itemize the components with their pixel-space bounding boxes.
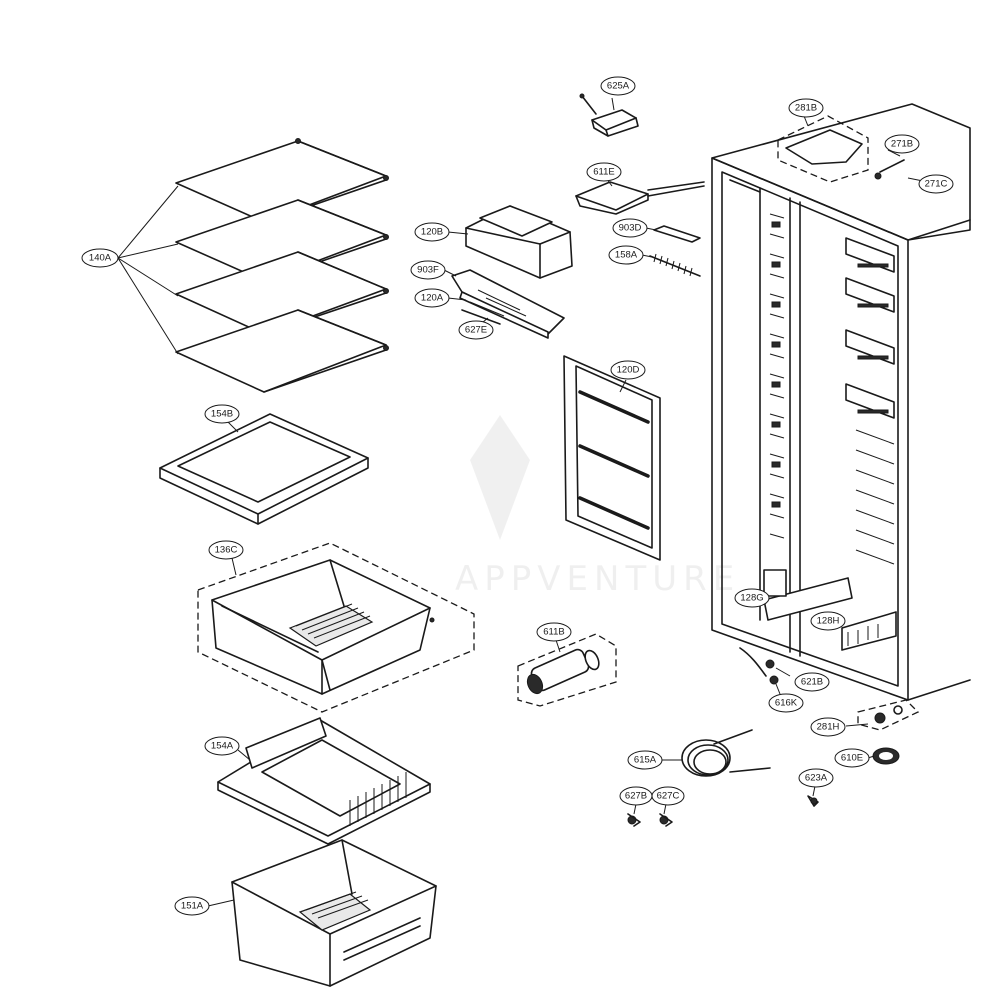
refrigerator-cabinet [711, 103, 971, 701]
glass-shelf-set [117, 138, 389, 393]
valve-281H [845, 699, 920, 731]
svg-text:623A: 623A [805, 773, 828, 784]
callout-140A: 140A [81, 248, 119, 268]
svg-text:627E: 627E [465, 325, 487, 336]
watermark-text: APPVENTURE [455, 559, 740, 599]
callout-610E: 610E [834, 748, 870, 768]
dispenser-chute-assembly [443, 269, 565, 339]
svg-text:120B: 120B [421, 227, 443, 238]
svg-text:281B: 281B [795, 103, 817, 114]
heater-coil-158A [641, 253, 701, 277]
svg-text:151A: 151A [181, 901, 204, 912]
svg-text:610E: 610E [841, 753, 863, 764]
svg-text:281H: 281H [817, 722, 840, 733]
crisper-cover-frame [159, 413, 369, 525]
crisper-bin [207, 839, 437, 987]
fittings-627B-627C [627, 803, 673, 827]
callout-158A: 158A [608, 245, 644, 265]
crisper-cover-assembly [217, 717, 431, 845]
callout-128H: 128H [810, 611, 846, 631]
callout-154B: 154B [204, 404, 240, 424]
svg-text:627B: 627B [625, 791, 647, 802]
watermark-logo [470, 415, 530, 540]
callout-903D: 903D [612, 218, 648, 238]
callout-271C: 271C [918, 174, 954, 194]
heater-strip-903D [645, 225, 701, 243]
callout-271B: 271B [884, 134, 920, 154]
callout-136C: 136C [208, 540, 244, 560]
svg-text:616K: 616K [775, 698, 798, 709]
svg-text:271B: 271B [891, 139, 913, 150]
svg-text:903F: 903F [417, 265, 439, 276]
right-door-rails [845, 237, 895, 565]
svg-text:625A: 625A [607, 81, 630, 92]
clip-623A [807, 785, 819, 807]
callout-627E: 627E [458, 320, 494, 340]
callout-120A: 120A [414, 288, 450, 308]
svg-text:627C: 627C [657, 791, 680, 802]
callout-627C: 627C [651, 786, 685, 806]
callout-281B: 281B [788, 98, 824, 118]
water-tube-coil-615A [662, 729, 771, 777]
callout-627B: 627B [619, 786, 653, 806]
svg-text:140A: 140A [89, 253, 112, 264]
callout-621B: 621B [794, 672, 830, 692]
callout-154A: 154A [204, 736, 240, 756]
water-filter-assembly [517, 633, 617, 707]
callout-151A: 151A [174, 896, 210, 916]
callout-903F: 903F [410, 260, 446, 280]
left-shelf-rails [769, 213, 785, 539]
left-rail-tabs [771, 221, 781, 508]
glass-shelf-4 [175, 309, 389, 393]
svg-text:615A: 615A [634, 755, 657, 766]
svg-text:128H: 128H [817, 616, 840, 627]
leader-lines-140A [117, 185, 179, 355]
callout-120D: 120D [610, 360, 646, 380]
damper-part-625A [579, 93, 639, 137]
callout-281H: 281H [810, 717, 846, 737]
seal-ring-610E [867, 747, 900, 765]
freezer-cover-panel [563, 355, 661, 561]
svg-text:136C: 136C [215, 545, 238, 556]
svg-text:621B: 621B [801, 677, 823, 688]
svg-text:120A: 120A [421, 293, 444, 304]
crisper-drawer-assembly [197, 542, 475, 713]
svg-text:611E: 611E [593, 167, 614, 178]
callout-625A: 625A [600, 76, 636, 96]
sensor-housing-611E [575, 177, 705, 215]
callout-611B: 611B [536, 622, 572, 642]
callout-128G: 128G [734, 588, 770, 608]
svg-text:120D: 120D [617, 365, 640, 376]
svg-text:271C: 271C [925, 179, 948, 190]
callout-616K: 616K [768, 693, 804, 713]
auger-motor-housing [447, 205, 573, 279]
callout-611E: 611E [586, 162, 622, 182]
callout-615A: 615A [627, 750, 663, 770]
callout-120B: 120B [414, 222, 450, 242]
svg-text:154A: 154A [211, 741, 234, 752]
svg-text:611B: 611B [543, 627, 564, 638]
svg-text:903D: 903D [619, 223, 642, 234]
svg-text:154B: 154B [211, 409, 233, 420]
svg-text:158A: 158A [615, 250, 638, 261]
svg-text:128G: 128G [740, 593, 763, 604]
callout-623A: 623A [798, 768, 834, 788]
